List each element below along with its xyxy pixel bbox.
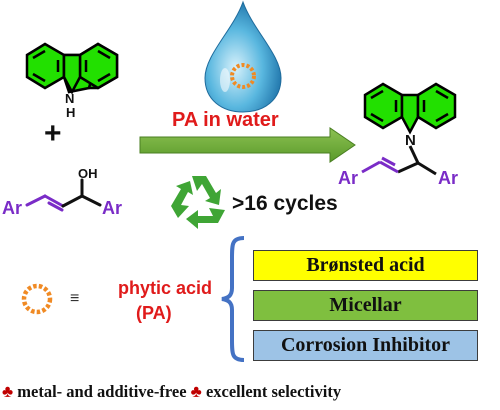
- product-ar-left: Ar: [338, 168, 359, 188]
- alcohol-ar-right: Ar: [102, 198, 123, 218]
- product-n-label: N: [405, 132, 416, 149]
- club-bullet-icon: ♣: [2, 382, 14, 401]
- role-micellar: Micellar: [253, 290, 478, 321]
- carbazole-h-label: H: [66, 105, 76, 120]
- phytic-acid-ring-icon: [230, 63, 256, 89]
- recycle-icon: [171, 176, 225, 229]
- role-corrosion-inhibitor: Corrosion Inhibitor: [253, 330, 478, 361]
- oh-label: OH: [78, 166, 98, 181]
- feature-metal-free: metal- and additive-free: [17, 382, 187, 401]
- carbazole-product: [361, 82, 457, 176]
- carbazole-reactant: [25, 42, 119, 95]
- curly-bracket: [221, 236, 245, 362]
- phytic-acid-ring-legend-icon: [21, 283, 53, 315]
- role-bronsted-acid: Brønsted acid: [253, 250, 478, 281]
- allylic-alcohol: [25, 178, 102, 212]
- feature-selectivity: excellent selectivity: [205, 382, 342, 401]
- phytic-acid-label: phytic acid: [118, 278, 213, 298]
- carbazole-n-label: N: [65, 91, 75, 106]
- product-ar-right: Ar: [438, 168, 459, 188]
- equivalence-symbol: ≡: [70, 290, 80, 307]
- alcohol-ar-left: Ar: [2, 198, 23, 218]
- reaction-arrow: [139, 127, 356, 163]
- phytic-acid-abbrev: (PA): [136, 303, 172, 323]
- condition-label: PA in water: [172, 109, 279, 131]
- water-drop-shape: [204, 0, 282, 113]
- club-bullet-icon: ♣: [190, 382, 202, 401]
- recycling-label: >16 cycles: [232, 192, 338, 215]
- plus-sign: +: [44, 117, 62, 150]
- water-drop: [204, 0, 282, 113]
- features-footer: ♣ metal- and additive-free ♣ excellent s…: [2, 382, 341, 402]
